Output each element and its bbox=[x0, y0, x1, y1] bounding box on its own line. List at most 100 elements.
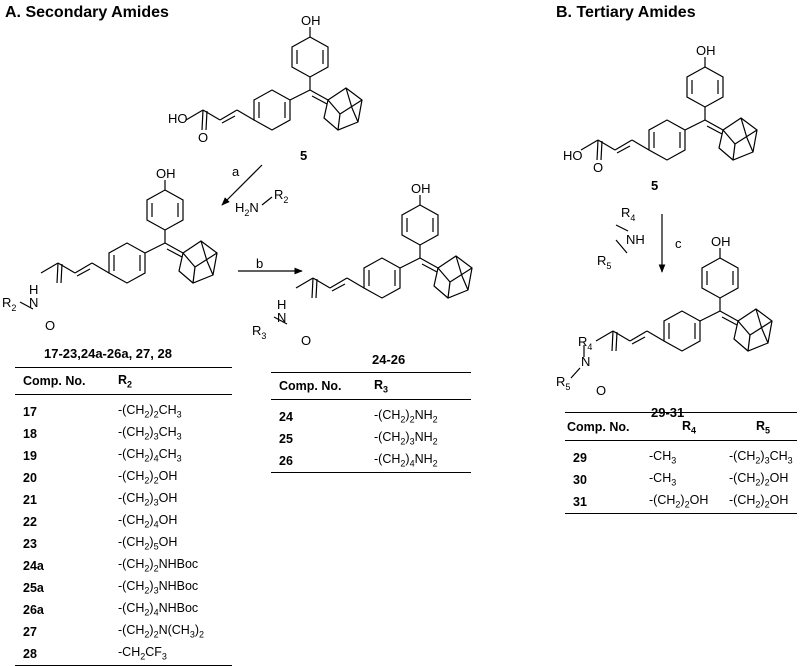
o-label-amide: O bbox=[45, 318, 55, 333]
table-r45-substituent: -(CH2)2OH bbox=[649, 493, 709, 510]
table-r45-compound-number: 31 bbox=[573, 494, 587, 509]
oh-label-5b: OH bbox=[696, 43, 716, 58]
table-r2-substituent: -(CH2)5OH bbox=[118, 535, 178, 552]
table-r2-substituent: -(CH2)2N(CH3)2 bbox=[118, 623, 205, 640]
table-r2-compound-number: 25a bbox=[23, 580, 44, 595]
table-r2-compound-number: 18 bbox=[23, 426, 37, 441]
table-r45-compound-number: 29 bbox=[573, 450, 587, 465]
table-r2-substituent: -(CH2)2NHBoc bbox=[118, 557, 199, 574]
ho-label-5a: HO bbox=[168, 111, 188, 126]
n-label-deprotected: N bbox=[277, 310, 286, 325]
r2-label: R2 bbox=[2, 295, 16, 313]
start-molecule-b bbox=[580, 56, 758, 161]
table-r2-header-comp: Comp. No. bbox=[15, 370, 118, 395]
table-r2-substituent: -(CH2)4CH3 bbox=[118, 447, 182, 464]
n-label-amide: N bbox=[29, 295, 38, 310]
table-r3-row: 25-(CH2)3NH2 bbox=[271, 428, 471, 450]
table-r3-compound-number: 26 bbox=[279, 453, 293, 468]
table-r2-substituent: -(CH2)3CH3 bbox=[118, 425, 182, 442]
table-r45-top-rule bbox=[565, 412, 797, 413]
table-r3-header-r: R3 bbox=[374, 375, 471, 400]
table-r45-substituent: -CH3 bbox=[649, 471, 677, 488]
reagent-r2: R2 bbox=[274, 187, 288, 205]
oh-label-tertiary: OH bbox=[711, 234, 731, 249]
table-r45-compound-number: 30 bbox=[573, 472, 587, 487]
table-r2-substituent: -(CH2)4OH bbox=[118, 513, 178, 530]
o-label-5b: O bbox=[593, 160, 603, 175]
table-r3-row: 24 -(CH2)2NH2 bbox=[271, 399, 471, 428]
table-r2-compound-number: 28 bbox=[23, 646, 37, 661]
table-r3-substituent: -(CH2)2NH2 bbox=[374, 408, 438, 425]
r3-label: R3 bbox=[252, 323, 266, 341]
table-r2-compound-number: 19 bbox=[23, 448, 37, 463]
compound-5-label-b: 5 bbox=[651, 178, 659, 193]
panel-b-title: B. Tertiary Amides bbox=[556, 4, 696, 21]
secondary-amide-molecule bbox=[40, 179, 218, 284]
tertiary-amide-molecule bbox=[595, 247, 773, 352]
table-r2-row: 26a -(CH2)4NHBoc bbox=[15, 599, 232, 621]
table-r45-row: 31 -(CH2)2OH -(CH2)2OH bbox=[565, 491, 797, 514]
table-r2-row: 17 -(CH2)2CH3 bbox=[15, 394, 232, 423]
deprotected-range-label: 24-26 bbox=[372, 352, 406, 367]
h-label-amide: H bbox=[29, 282, 38, 297]
table-r2: Comp. No. R2 17 -(CH2)2CH3 18 -(CH2)3CH3 19 -… bbox=[15, 370, 232, 666]
table-r3-substituent: -(CH2)4NH2 bbox=[374, 452, 438, 469]
product-range-label: 17-23,24a-26a, 27, 28 bbox=[44, 346, 172, 361]
o-label-5a: O bbox=[198, 130, 208, 145]
table-r2-substituent: -CH2CF3 bbox=[118, 645, 167, 662]
table-r2-compound-number: 23 bbox=[23, 536, 37, 551]
table-r2-row: 20-(CH2)2OH bbox=[15, 467, 232, 489]
table-r2-top-rule bbox=[15, 367, 232, 368]
table-r2-row: 25a -(CH2)3NHBoc bbox=[15, 577, 232, 599]
reagent-nh: NH bbox=[626, 232, 645, 247]
table-r2-row: 24a -(CH2)2NHBoc bbox=[15, 555, 232, 577]
reagent-r5: R5 bbox=[597, 253, 611, 271]
table-r45-row: 29 -CH3 -(CH2)3CH3 bbox=[565, 440, 797, 469]
table-r2-header-r: R2 bbox=[118, 370, 232, 395]
table-r45-row: 30 -CH3 -(CH2)2OH bbox=[565, 469, 797, 491]
arrow-step-a bbox=[221, 164, 263, 206]
table-r3-compound-number: 24 bbox=[279, 409, 293, 424]
reagent-h2n-r2: H2N bbox=[235, 200, 259, 218]
table-r45-substituent: -(CH2)2OH bbox=[729, 471, 789, 488]
table-r2-compound-number: 21 bbox=[23, 492, 37, 507]
table-r45-header-r4: R4 bbox=[649, 416, 729, 441]
table-r45-substituent: -CH3 bbox=[649, 449, 677, 466]
table-r2-compound-number: 26a bbox=[23, 602, 44, 617]
table-r2-row: 27 -(CH2)2N(CH3)2 bbox=[15, 621, 232, 643]
table-r3-header-comp: Comp. No. bbox=[271, 375, 374, 400]
h-label-deprotected: H bbox=[277, 297, 286, 312]
table-r3-top-rule bbox=[271, 372, 471, 373]
table-r2-row: 18 -(CH2)3CH3 bbox=[15, 423, 232, 445]
r4-label: R4 bbox=[578, 334, 592, 352]
table-r2-compound-number: 17 bbox=[23, 404, 37, 419]
table-r2-row: 23 -(CH2)5OH bbox=[15, 533, 232, 555]
n-label-tertiary: N bbox=[581, 354, 590, 369]
r5-label: R5 bbox=[556, 374, 570, 392]
table-r45-substituent: -(CH2)2OH bbox=[729, 493, 789, 510]
deprotected-amide-molecule bbox=[295, 194, 473, 299]
step-b-label: b bbox=[256, 256, 264, 271]
o-label-tertiary: O bbox=[596, 383, 606, 398]
table-r2-compound-number: 24a bbox=[23, 558, 44, 573]
oh-label-amide: OH bbox=[156, 166, 176, 181]
table-r45-substituent: -(CH2)3CH3 bbox=[729, 449, 793, 466]
step-a-label: a bbox=[232, 164, 240, 179]
table-r2-compound-number: 27 bbox=[23, 624, 37, 639]
oh-label-deprotected: OH bbox=[411, 181, 431, 196]
reagent-r4: R4 bbox=[621, 205, 635, 223]
table-r2-row: 28 -CH2CF3 bbox=[15, 643, 232, 666]
o-label-deprotected: O bbox=[301, 333, 311, 348]
table-r3-compound-number: 25 bbox=[279, 431, 293, 446]
step-c-label: c bbox=[675, 236, 682, 251]
table-r2-substituent: -(CH2)4NHBoc bbox=[118, 601, 199, 618]
table-r2-substituent: -(CH2)3OH bbox=[118, 491, 178, 508]
table-r45-header-r5: R5 bbox=[729, 416, 797, 441]
compound-5-label-a: 5 bbox=[300, 148, 308, 163]
table-r2-substituent: -(CH2)2CH3 bbox=[118, 403, 182, 420]
start-molecule-a bbox=[185, 26, 363, 131]
ho-label-5b: HO bbox=[563, 148, 583, 163]
table-r2-substituent: -(CH2)3NHBoc bbox=[118, 579, 199, 596]
